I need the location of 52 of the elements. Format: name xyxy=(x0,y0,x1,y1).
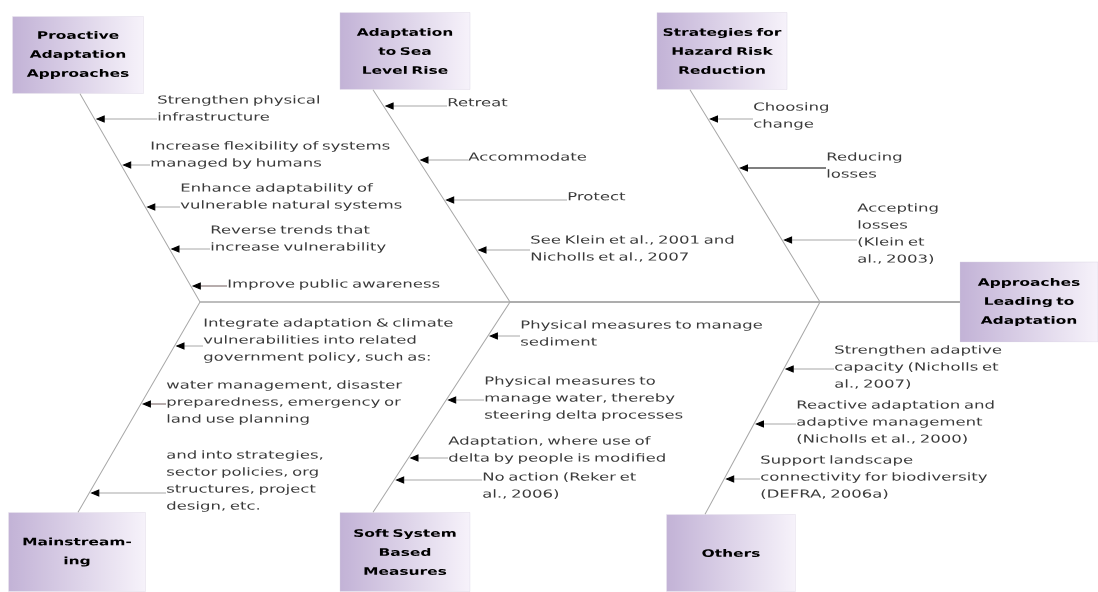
arrow xyxy=(91,489,167,497)
cause-text: Retreat xyxy=(448,98,508,107)
arrow xyxy=(709,115,754,123)
cause-text: water management, disaster preparedness, emergency or land use planning xyxy=(166,380,403,425)
cause-text: Improve public awareness xyxy=(228,279,440,290)
cause-text: Physical measures to manage water, thereby steering delta processes xyxy=(485,376,683,421)
arrow xyxy=(739,164,827,172)
cause-text: Reducing losses xyxy=(827,152,902,178)
category-box: Strategies for Hazard Risk Reduction xyxy=(656,12,788,90)
arrow xyxy=(385,102,448,110)
cause-text: See Klein et al., 2001 and Nicholls et al., 2007 xyxy=(531,235,734,262)
head-box: Approaches Leading to Adaptation xyxy=(959,261,1098,343)
arrow xyxy=(755,420,797,428)
arrow xyxy=(726,475,761,483)
category-box: Proactive Adaptation Approaches xyxy=(12,16,144,94)
cause-text: Reverse trends that increase vulnerability xyxy=(211,225,386,253)
cause-text: and into strategies, sector policies, org structures, project design, etc. xyxy=(167,450,323,512)
cause-text: Strengthen adaptive capacity (Nicholls et al., 2007) xyxy=(835,345,1002,389)
cause-text: Protect xyxy=(568,192,626,201)
cause-text: Choosing change xyxy=(754,102,828,130)
arrow xyxy=(784,236,858,244)
category-box: Adaptation to Sea Level Rise xyxy=(339,12,471,90)
cause-text: Accommodate xyxy=(468,152,587,161)
category-box: Others xyxy=(666,514,796,592)
arrow xyxy=(446,196,568,204)
arrow xyxy=(478,246,531,254)
cause-text: Strengthen physical infrastructure xyxy=(158,95,319,121)
cause-text: Enhance adaptability of vulnerable natural systems xyxy=(180,183,402,211)
arrow xyxy=(410,454,449,462)
bone-line xyxy=(704,301,961,515)
arrow xyxy=(147,203,181,211)
cause-text: No action (Reker et al., 2006) xyxy=(483,472,636,499)
cause-text: Support landscape connectivity for biodiversity (DEFRA, 2006a) xyxy=(761,455,988,499)
cause-text: Physical measures to manage sediment xyxy=(521,320,762,346)
category-box: Mainstream-ing xyxy=(8,512,146,592)
arrow xyxy=(142,400,167,408)
cause-text: Reactive adaptation and adaptive management (Nicholls et al., 2000) xyxy=(797,400,994,444)
arrow xyxy=(171,245,211,253)
arrow xyxy=(192,282,228,290)
arrow xyxy=(123,161,151,169)
cause-text: Integrate adaptation & climate vulnerabilities into related government policy, such as: xyxy=(203,318,453,363)
arrow xyxy=(489,332,521,340)
cause-text: Accepting losses (Klein et al., 2003) xyxy=(857,203,938,264)
category-box: Soft System Based Measures xyxy=(339,512,471,592)
arrow xyxy=(396,476,483,484)
arrow xyxy=(420,156,469,164)
arrow xyxy=(96,115,158,123)
cause-text: Adaptation, where use of delta by people is modified xyxy=(448,436,665,464)
cause-text: Increase flexibility of systems managed by humans xyxy=(151,141,390,169)
arrow xyxy=(176,342,204,350)
arrow xyxy=(448,396,485,404)
arrow xyxy=(785,365,835,373)
